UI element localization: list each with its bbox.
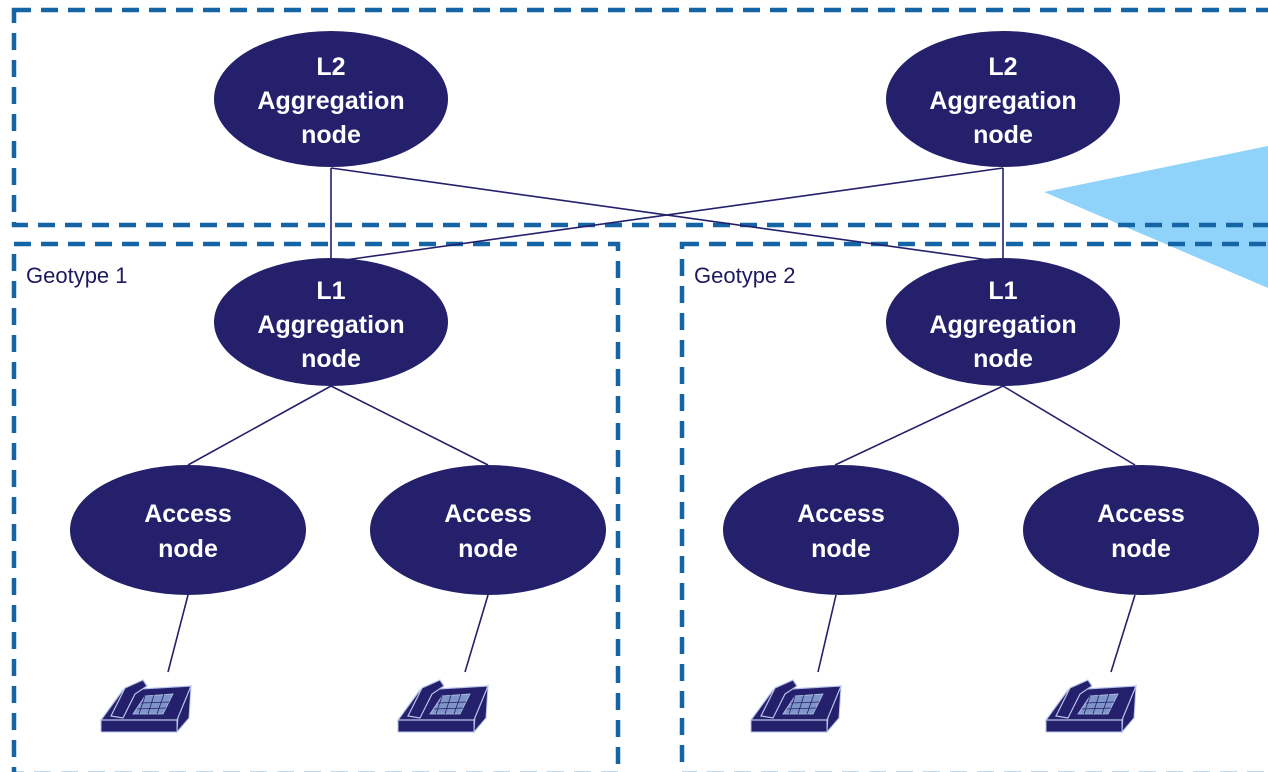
link-l1b-acc4 (1002, 385, 1136, 466)
geotype-2-frame (679, 241, 1268, 772)
l2-aggregation-region-frame (11, 7, 1268, 228)
telephone-icon (397, 679, 489, 733)
access-node-1: Access node (70, 465, 306, 595)
link-acc1-phone1 (167, 594, 189, 673)
access-node-4-line-1: Access (1097, 500, 1185, 528)
access-node-1-line-2: node (158, 535, 218, 563)
geotype-2-label: Geotype 2 (694, 263, 796, 288)
access-node-3-line-2: node (811, 535, 871, 563)
link-l1b-acc3 (834, 385, 1004, 466)
link-l1a-acc1 (187, 385, 332, 466)
access-node-2-line-1: Access (444, 500, 532, 528)
geotype-1-label: Geotype 1 (26, 263, 128, 288)
l2-aggregation-node-2-line-1: L2 (988, 53, 1017, 81)
access-node-3: Access node (723, 465, 959, 595)
telephone-icon (750, 679, 842, 733)
geotype-1-frame (11, 241, 621, 772)
accent-wedge (1044, 146, 1268, 288)
access-node-4: Access node (1023, 465, 1259, 595)
telephone-icon (1045, 679, 1137, 733)
access-node-2-line-2: node (458, 535, 518, 563)
l1-aggregation-node-2-line-1: L1 (988, 277, 1017, 305)
l1-aggregation-node-2-line-2: Aggregation (929, 311, 1076, 339)
access-node-4-line-2: node (1111, 535, 1171, 563)
link-acc4-phone4 (1110, 594, 1136, 673)
l1-aggregation-node-2: L1 Aggregation node (886, 258, 1120, 386)
link-l2b-l1a (330, 167, 1004, 263)
link-acc3-phone3 (817, 594, 837, 673)
l2-aggregation-node-2-line-2: Aggregation (929, 87, 1076, 115)
l1-aggregation-node-1: L1 Aggregation node (214, 258, 448, 386)
l2-aggregation-node-1-line-1: L2 (316, 53, 345, 81)
l2-aggregation-node-1-line-2: Aggregation (257, 87, 404, 115)
links (167, 167, 1136, 673)
l1-aggregation-node-1-line-3: node (301, 345, 361, 373)
telephone-icon (100, 679, 192, 733)
access-node-2: Access node (370, 465, 606, 595)
l1-aggregation-node-2-line-3: node (973, 345, 1033, 373)
l2-aggregation-node-2-line-3: node (973, 121, 1033, 149)
link-acc2-phone2 (464, 594, 489, 673)
link-l1a-acc2 (330, 385, 489, 466)
l2-aggregation-node-1: L2 Aggregation node (214, 31, 448, 167)
l2-aggregation-node-1-line-3: node (301, 121, 361, 149)
l2-aggregation-node-2: L2 Aggregation node (886, 31, 1120, 167)
l1-aggregation-node-1-line-2: Aggregation (257, 311, 404, 339)
access-node-1-line-1: Access (144, 500, 232, 528)
l1-aggregation-node-1-line-1: L1 (316, 277, 345, 305)
access-node-3-line-1: Access (797, 500, 885, 528)
